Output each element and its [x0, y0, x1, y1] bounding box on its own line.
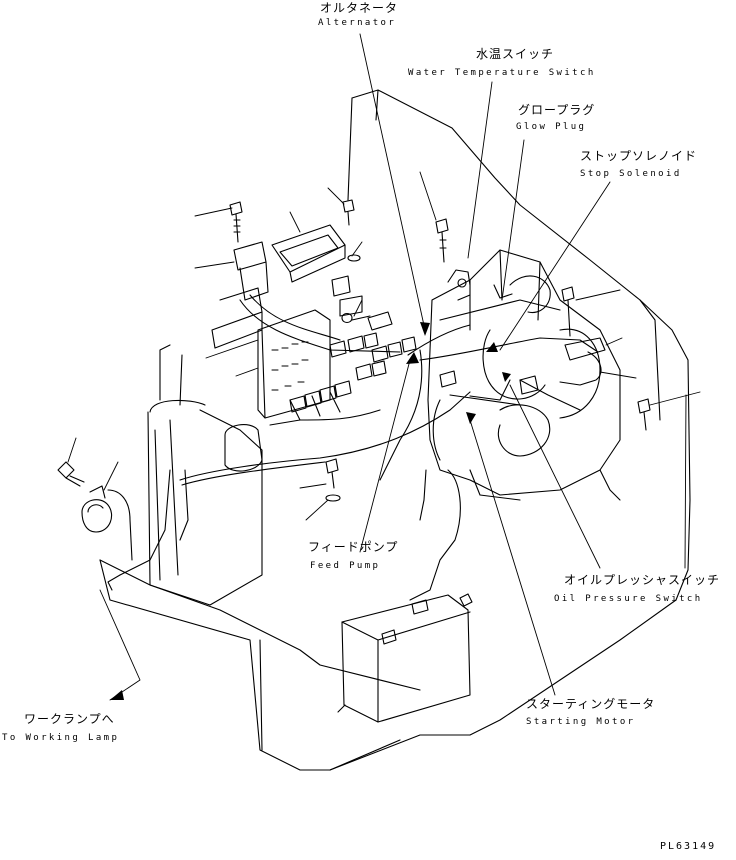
drawing-code: PL63149 [660, 841, 717, 852]
water-temp-switch-label-jp: 水温スイッチ [476, 47, 555, 61]
work-lamp-label-jp: ワークランプへ [24, 712, 115, 726]
alternator-label-jp: オルタネータ [320, 1, 399, 15]
water-temp-switch-label-en: Water Temperature Switch [408, 68, 596, 78]
connector-cluster [289, 332, 457, 413]
engine-block [427, 249, 621, 501]
horn [81, 485, 113, 533]
leader-lines [67, 33, 701, 701]
glow-plug-label-jp: グロープラグ [518, 103, 596, 117]
work-lamp-label-en: To Working Lamp [2, 733, 120, 743]
fuel-tank [147, 344, 263, 606]
bolts [57, 199, 651, 502]
alternator-label-en: Alternator [318, 18, 397, 28]
starting-motor-label-jp: スターティングモータ [526, 697, 656, 711]
arrowheads [110, 322, 511, 700]
stop-solenoid-label-en: Stop Solenoid [580, 169, 682, 179]
machine-frame [99, 89, 691, 771]
switch-panel [233, 224, 363, 317]
fuse-box [211, 287, 331, 419]
battery [337, 593, 473, 723]
starting-motor-label-en: Starting Motor [526, 717, 636, 727]
stop-solenoid-label-jp: ストップソレノイド [580, 149, 698, 163]
feed-pump-label-jp: フィードポンプ [308, 540, 399, 554]
glow-plug-label-en: Glow Plug [516, 122, 587, 132]
harness-wires [107, 294, 602, 601]
oil-pressure-switch-label-jp: オイルプレッシャスイッチ [564, 573, 721, 587]
feed-pump-label-en: Feed Pump [310, 561, 381, 571]
oil-pressure-switch-label-en: Oil Pressure Switch [554, 594, 703, 604]
